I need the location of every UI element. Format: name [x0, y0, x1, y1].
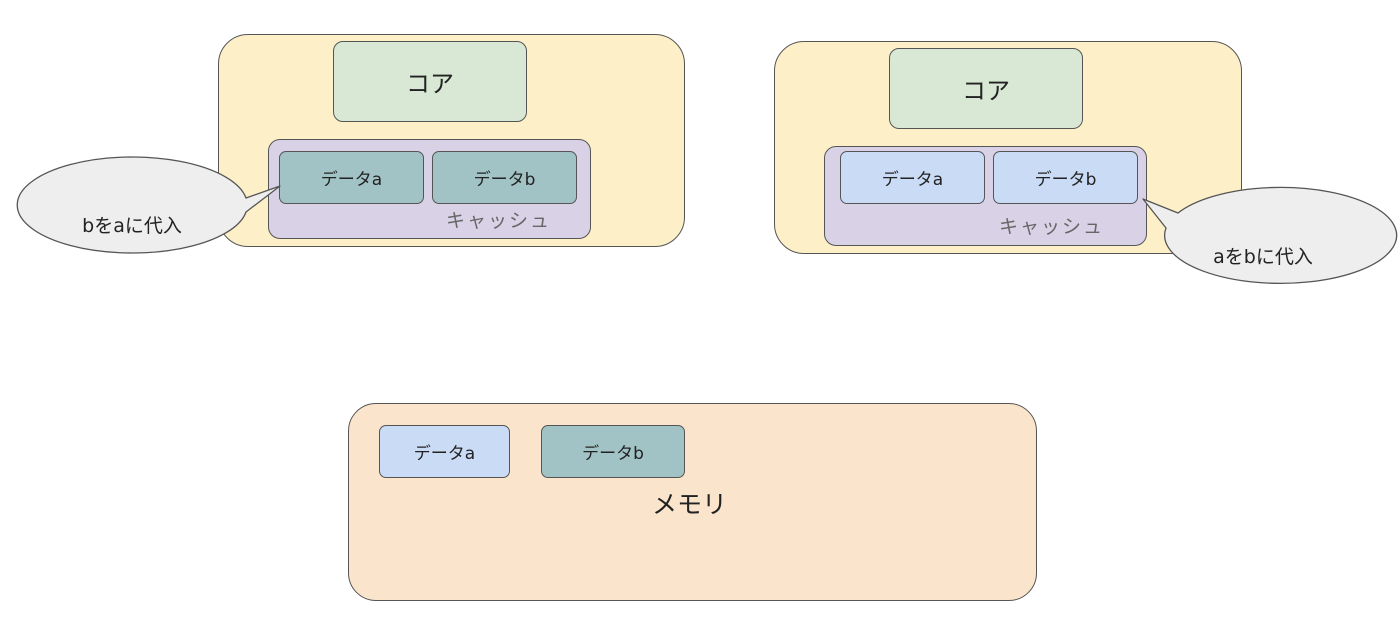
right-cache-data-b: データb: [993, 151, 1138, 204]
left-cache-label: キャッシュ: [446, 210, 552, 232]
memory-data-b: データb: [541, 425, 685, 478]
left-cache-data-b: データb: [432, 151, 577, 204]
right-core-unit: コア: [889, 48, 1083, 129]
right-cache-data-a: データa: [840, 151, 985, 204]
right-cache-label: キャッシュ: [999, 216, 1105, 238]
memory-label: メモリ: [652, 490, 728, 519]
memory-data-a: データa: [379, 425, 510, 478]
right-callout-text: aをbに代入: [1213, 245, 1313, 268]
left-core-unit: コア: [333, 41, 527, 122]
left-callout-text: bをaに代入: [82, 214, 182, 237]
left-cache-data-a: データa: [279, 151, 424, 204]
